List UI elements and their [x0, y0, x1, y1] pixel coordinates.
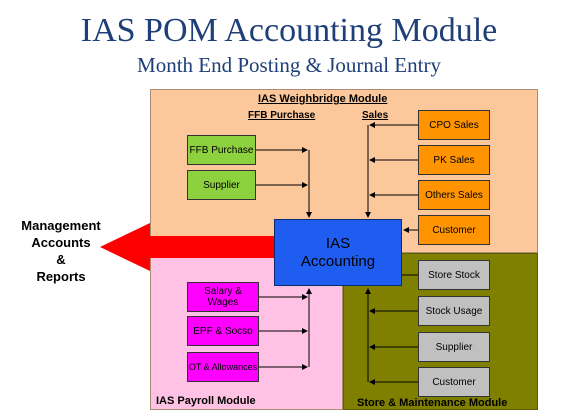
pk-sales-box: PK Sales — [418, 145, 490, 175]
store-header: Store & Maintenance Module — [357, 397, 508, 409]
ias-accounting-box: IAS Accounting — [274, 219, 402, 286]
accounting-label: Accounting — [300, 252, 376, 270]
stock-usage-box: Stock Usage — [418, 296, 490, 326]
store-stock-box: Store Stock — [418, 260, 490, 290]
output-arrow — [100, 223, 274, 271]
ias-label: IAS — [325, 234, 351, 252]
page-subtitle: Month End Posting & Journal Entry — [137, 53, 441, 77]
salary-wages-box: Salary & Wages — [187, 282, 259, 312]
epf-socso-box: EPF & Socso — [187, 316, 259, 346]
customer-sales-box: Customer — [418, 215, 490, 245]
weighbridge-header: IAS Weighbridge Module — [258, 93, 388, 105]
store-customer-box: Customer — [418, 367, 490, 397]
store-supplier-box: Supplier — [418, 332, 490, 362]
page-title: IAS POM Accounting Module — [80, 12, 498, 49]
ffb-purchase-header: FFB Purchase — [248, 110, 316, 121]
ot-allowances-box: OT & Allowances — [187, 352, 259, 382]
management-reports-label: Management Accounts & Reports — [21, 218, 101, 284]
cpo-sales-box: CPO Sales — [418, 110, 490, 140]
ffb-purchase-box: FFB Purchase — [187, 135, 256, 165]
payroll-header: IAS Payroll Module — [156, 395, 256, 407]
others-sales-box: Others Sales — [418, 180, 490, 210]
supplier-box: Supplier — [187, 170, 256, 200]
sales-header: Sales — [362, 110, 389, 121]
